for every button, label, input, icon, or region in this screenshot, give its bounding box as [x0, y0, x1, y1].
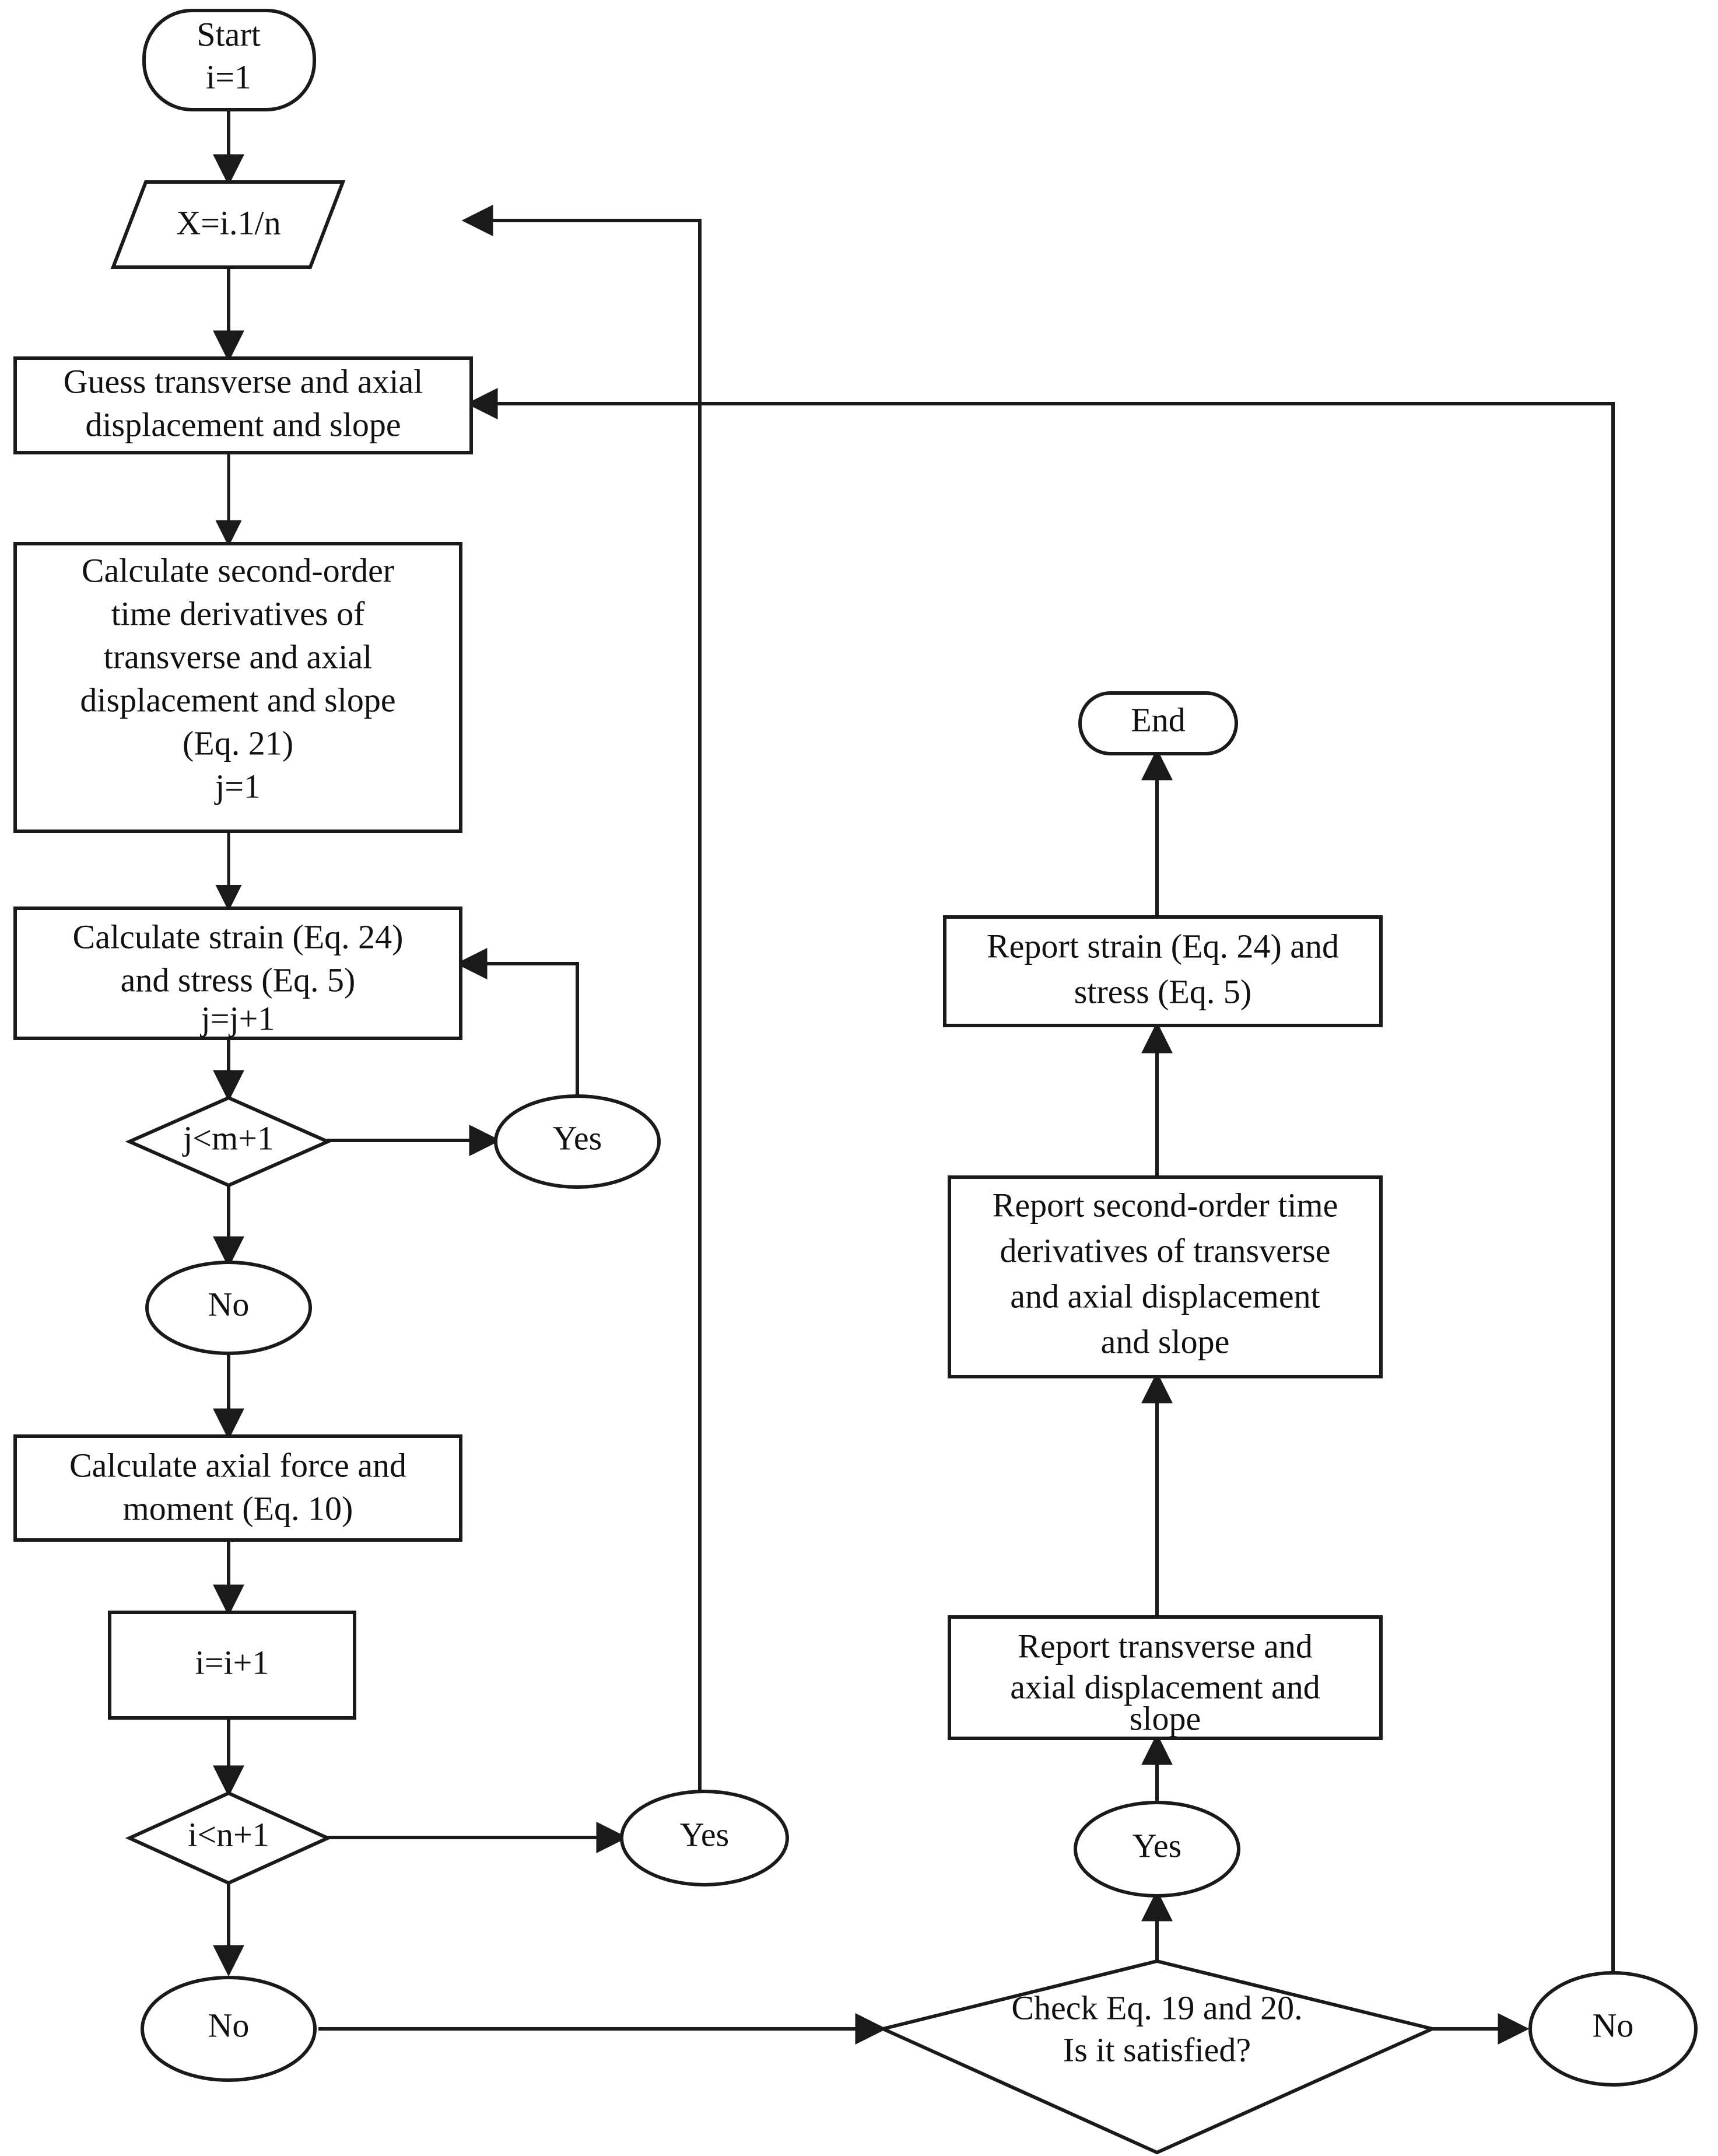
edge-yes-i-to-x-input [461, 205, 702, 1792]
node-no-i-line-0: No [208, 2006, 250, 2044]
node-calc-strain-line-2: j=j+1 [200, 999, 275, 1037]
node-end[interactable]: End [1078, 691, 1238, 755]
node-report-second-line-0: Report second-order time [993, 1186, 1338, 1224]
node-guess-line-1: displacement and slope [85, 405, 401, 443]
node-start-line-0: Start [197, 15, 261, 53]
node-yes-check[interactable]: Yes [1074, 1801, 1240, 1898]
node-dec-i[interactable]: i<n+1 [125, 1791, 332, 1885]
node-x-input[interactable]: X=i.1/n [110, 180, 346, 269]
node-report-strain[interactable]: Report strain (Eq. 24) and stress (Eq. 5… [943, 915, 1383, 1027]
node-report-disp-line-0: Report transverse and [1018, 1627, 1313, 1665]
edge-no-check-to-guess [466, 388, 1615, 1972]
node-calc-strain[interactable]: Calculate strain (Eq. 24) and stress (Eq… [13, 907, 462, 1040]
node-report-disp-line-2: slope [1130, 1699, 1201, 1737]
edge-yes-j-to-calc-strain [455, 948, 579, 1097]
node-dec-i-line-0: i<n+1 [188, 1815, 269, 1853]
node-calc-second-line-3: displacement and slope [80, 681, 395, 719]
node-report-second-line-3: and slope [1101, 1322, 1230, 1360]
node-yes-i[interactable]: Yes [620, 1790, 789, 1887]
node-calc-strain-line-1: and stress (Eq. 5) [121, 961, 356, 999]
node-guess[interactable]: Guess transverse and axial displacement … [13, 356, 473, 454]
node-report-second-line-2: and axial displacement [1010, 1277, 1320, 1315]
node-calc-second-line-5: j=1 [214, 767, 261, 805]
node-end-line-0: End [1131, 701, 1185, 738]
node-yes-i-line-0: Yes [680, 1815, 729, 1853]
node-calc-second-line-1: time derivatives of [111, 594, 366, 632]
node-calc-second-line-0: Calculate second-order [82, 551, 394, 589]
node-dec-check-line-1: Is it satisfied? [1063, 2031, 1251, 2068]
node-calc-strain-line-0: Calculate strain (Eq. 24) [73, 918, 404, 956]
node-no-j-line-0: No [208, 1285, 250, 1323]
node-start-line-1: i=1 [206, 58, 251, 96]
node-incr-i[interactable]: i=i+1 [108, 1611, 356, 1720]
node-report-strain-line-1: stress (Eq. 5) [1074, 972, 1251, 1010]
node-no-j[interactable]: No [145, 1261, 312, 1355]
node-calc-axial[interactable]: Calculate axial force and moment (Eq. 10… [13, 1434, 462, 1542]
node-dec-j-line-0: j<m+1 [182, 1119, 274, 1157]
node-calc-second-line-4: (Eq. 21) [183, 724, 293, 762]
node-start[interactable]: Start i=1 [142, 9, 316, 111]
node-yes-j-line-0: Yes [553, 1119, 602, 1157]
node-report-disp-line-1: axial displacement and [1010, 1668, 1320, 1706]
node-no-i[interactable]: No [141, 1976, 317, 2082]
node-calc-second-line-2: transverse and axial [104, 638, 373, 676]
node-no-check[interactable]: No [1528, 1971, 1698, 2087]
node-report-strain-line-0: Report strain (Eq. 24) and [987, 927, 1339, 965]
node-x-input-line-0: X=i.1/n [176, 204, 281, 242]
node-report-disp[interactable]: Report transverse and axial displacement… [948, 1615, 1383, 1740]
node-report-second[interactable]: Report second-order time derivatives of … [948, 1175, 1383, 1378]
node-no-check-line-0: No [1593, 2006, 1634, 2044]
node-report-second-line-1: derivatives of transverse [1000, 1231, 1331, 1269]
node-dec-j[interactable]: j<m+1 [125, 1096, 332, 1188]
node-yes-check-line-0: Yes [1133, 1826, 1181, 1864]
node-calc-second[interactable]: Calculate second-order time derivatives … [13, 542, 462, 833]
node-dec-check-line-0: Check Eq. 19 and 20. [1011, 1989, 1302, 2027]
node-calc-axial-line-1: moment (Eq. 10) [123, 1489, 353, 1527]
node-dec-check[interactable]: Check Eq. 19 and 20. Is it satisfied? [877, 1959, 1438, 2155]
node-incr-i-line-0: i=i+1 [195, 1643, 269, 1681]
node-calc-axial-line-0: Calculate axial force and [69, 1446, 406, 1484]
node-guess-line-0: Guess transverse and axial [64, 362, 423, 400]
node-yes-j[interactable]: Yes [494, 1094, 661, 1189]
